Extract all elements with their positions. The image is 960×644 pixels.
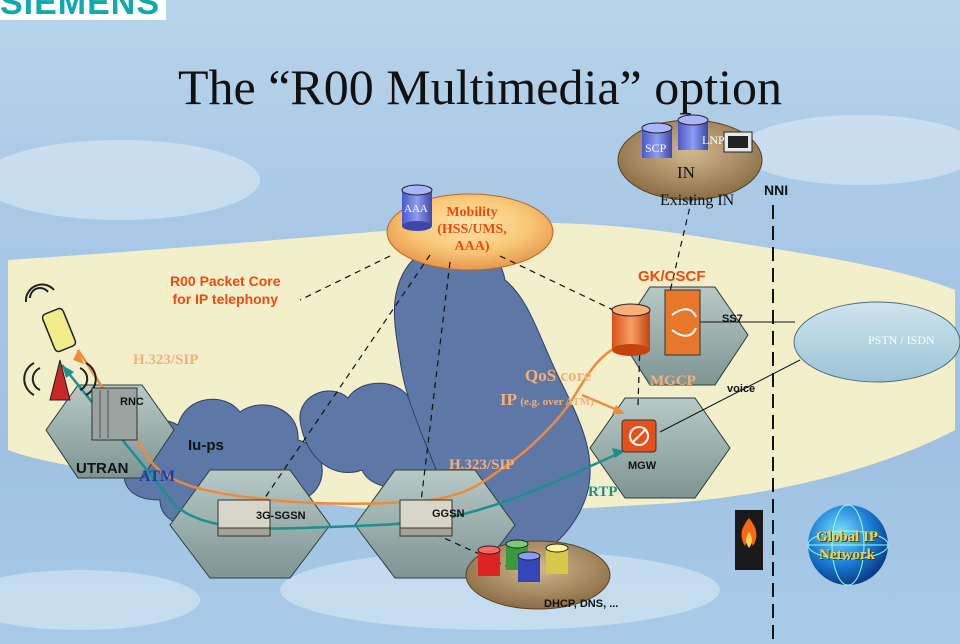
- ss7-label: SS7: [722, 313, 743, 325]
- terminal-icon: [723, 131, 753, 153]
- aaa-label: AAA: [404, 203, 428, 215]
- atm-label: ATM: [139, 468, 176, 485]
- rnc-rack-icon: [91, 387, 138, 441]
- ggsn-label: GGSN: [432, 508, 465, 520]
- gk-cscf-label: GK/CSCF: [638, 268, 706, 285]
- pstn-label: PSTN / ISDN: [868, 333, 935, 347]
- h323-mid-label: H.323/SIP: [449, 457, 515, 473]
- slide-title: The “R00 Multimedia” option: [177, 59, 783, 115]
- iu-ps-label: Iu-ps: [188, 437, 224, 454]
- global-ip-label: Global IP Network: [816, 529, 879, 563]
- ip-sub: (e.g. over ATM): [520, 396, 594, 408]
- nni-label: NNI: [764, 182, 789, 198]
- dhcp-databases-icon: [477, 539, 569, 582]
- mobility-label: Mobility (HSS/UMS, AAA): [437, 205, 507, 254]
- antenna-icon: [23, 359, 97, 401]
- ip-label: IP (e.g. over ATM): [500, 390, 594, 410]
- scp-label: SCP: [645, 141, 667, 155]
- sgsn-label: 3G-SGSN: [256, 510, 306, 522]
- firewall-icon: [735, 510, 763, 570]
- trunk-links: [659, 321, 801, 433]
- rnc-label: RNC: [120, 396, 144, 408]
- ip-main: IP: [500, 390, 517, 409]
- gk-switch-icon: [664, 289, 701, 356]
- qos-core-label: QoS core: [525, 366, 592, 385]
- voice-label: voice: [727, 383, 756, 395]
- pstn-oval: [793, 301, 960, 383]
- scp-database-icon: [641, 114, 709, 158]
- gk-database-icon: [611, 303, 651, 356]
- aaa-database-icon: [401, 184, 433, 231]
- phone-icon: [24, 283, 77, 353]
- siemens-logo: SIEMENS: [0, 0, 167, 20]
- ggsn-router-icon: [399, 499, 453, 537]
- in-label: IN: [677, 163, 695, 182]
- mgw-label: MGW: [628, 460, 657, 472]
- mgw-gateway-icon: [621, 419, 657, 453]
- sgsn-router-icon: [217, 499, 271, 537]
- globe-icon: [807, 504, 889, 586]
- rtp-label: RTP: [588, 484, 618, 500]
- mgcp-label: MGCP: [650, 373, 696, 389]
- packet-core-label: R00 Packet Core for IP telephony: [170, 273, 281, 307]
- dhcp-dns-label: DHCP, DNS, ...: [544, 598, 619, 610]
- utran-label: UTRAN: [76, 460, 129, 477]
- lnp-label: LNP: [702, 133, 725, 147]
- h323-left-label: H.323/SIP: [133, 352, 199, 368]
- signalling-path: [76, 343, 621, 505]
- existing-in-label: Existing IN: [660, 192, 735, 209]
